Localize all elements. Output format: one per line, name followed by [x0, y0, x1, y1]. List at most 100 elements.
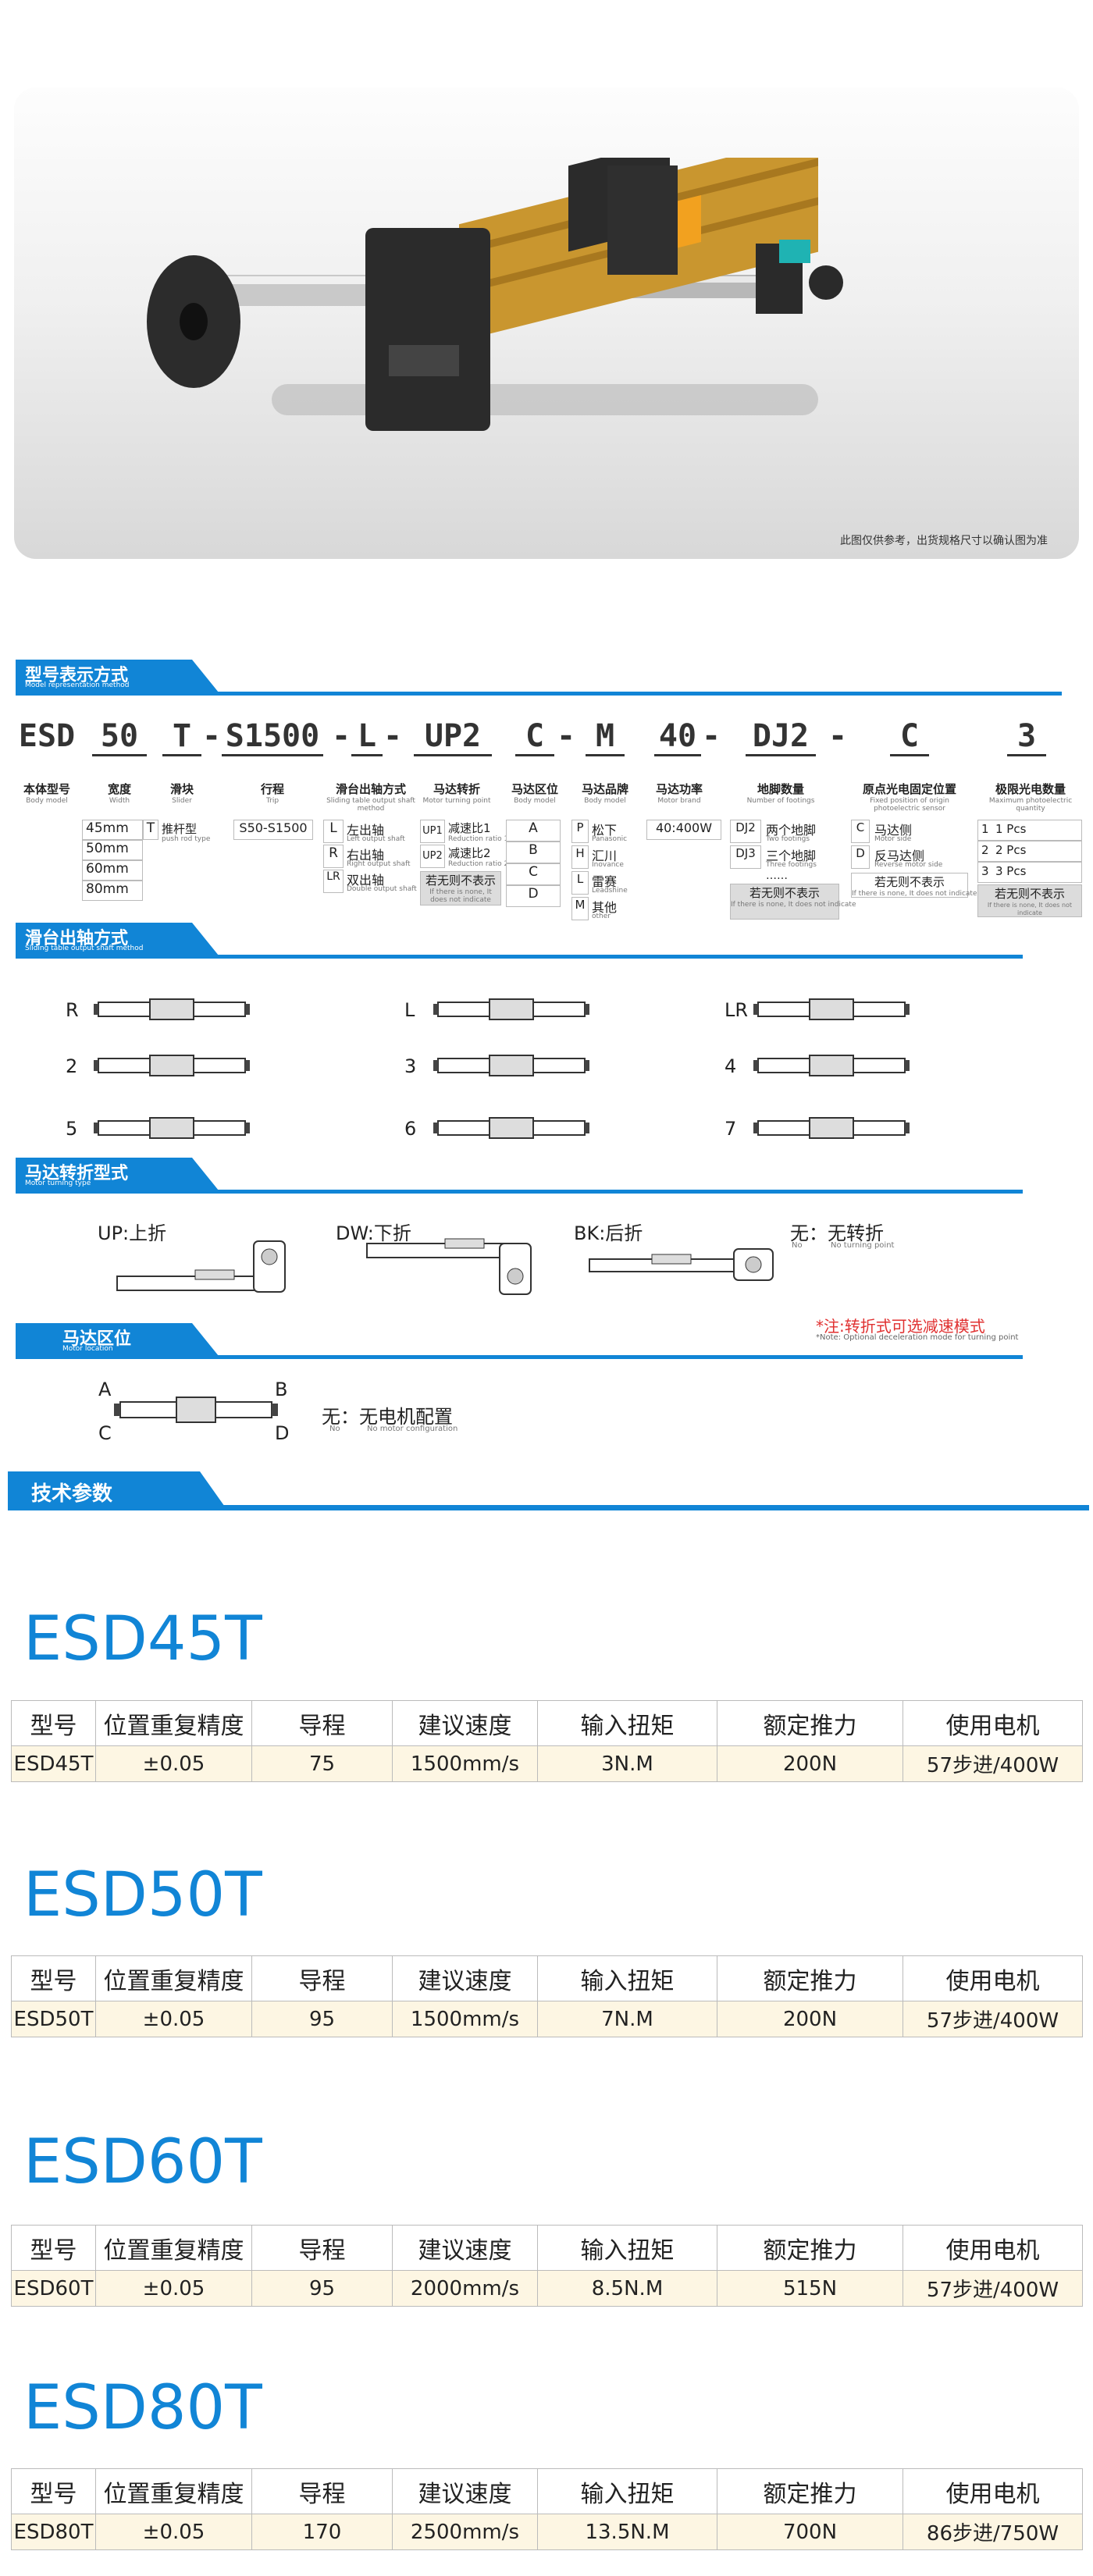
section-line [16, 1190, 1023, 1194]
shaft-diagram-5 [94, 1117, 250, 1139]
header-cell: 位置重复精度 [95, 1955, 252, 2001]
option-code: DJ2 [730, 820, 761, 843]
option-width: 60mm [82, 860, 143, 881]
option-cn: 减速比1 [448, 821, 491, 835]
option-en: Two footings [766, 835, 810, 843]
loc-none-en-b: No motor configuration [367, 1425, 458, 1433]
loc-none-en-a: No [329, 1425, 340, 1433]
header-cell: 额定推力 [717, 2468, 903, 2514]
option-en: Reverse motor side [874, 861, 943, 869]
option-code: D [851, 845, 870, 869]
label-cn: 本体型号 [23, 782, 70, 796]
section-line [16, 1355, 1023, 1359]
shaft-diagram-r [94, 998, 250, 1020]
shaft-diagram-3 [433, 1055, 589, 1076]
section-line [16, 692, 1062, 696]
turn-bk-diagram [589, 1248, 774, 1281]
cell: 170 [251, 2514, 393, 2550]
option-cn: 反马达侧 [874, 849, 925, 863]
none-cn: 若无则不表示 [874, 875, 945, 889]
option-cn: 汇川 [592, 849, 618, 863]
option-en: Leadshine [592, 887, 628, 895]
shaft-label: LR [725, 999, 749, 1021]
option-code: C [851, 820, 870, 843]
option-width: 80mm [82, 881, 143, 901]
option-cn: 马达侧 [874, 823, 913, 838]
option-cn: 1 Pcs [995, 822, 1027, 836]
header-cell: 型号 [11, 2468, 96, 2514]
turn-note-en: *Note: Optional deceleration mode for tu… [816, 1333, 1019, 1342]
header-cell: 额定推力 [717, 2225, 903, 2271]
cell: 95 [251, 2001, 393, 2037]
option-cn: 两个地脚 [766, 823, 817, 838]
option-en: Three footings [766, 861, 817, 869]
section-tab [16, 660, 219, 692]
option-code: T [143, 820, 158, 840]
option-code: 2 [981, 843, 989, 857]
section-subtitle: Motor location [62, 1345, 113, 1353]
code-trip: S1500 [222, 718, 323, 756]
label-cn: 马达功率 [655, 782, 703, 796]
code-width: 50 [92, 718, 147, 756]
option-en: Motor side [874, 835, 912, 843]
loc-none-label: 无：无电机配置 [322, 1406, 453, 1428]
header-cell: 额定推力 [717, 1700, 903, 1746]
option-cn: 左出轴 [347, 823, 385, 838]
turn-none-label: 无：无转折 [790, 1222, 884, 1244]
header-cell: 建议速度 [392, 2225, 538, 2271]
header-cell: 建议速度 [392, 2468, 538, 2514]
option-code: M [571, 897, 589, 920]
none-cn: 若无则不表示 [749, 886, 820, 900]
label-en: Sliding table output shaft method [326, 797, 415, 813]
label-cn: 马达区位 [511, 782, 558, 796]
label-en: Width [109, 797, 130, 805]
code-dash: - [331, 718, 351, 754]
cell: 1500mm/s [392, 1745, 538, 1782]
none-cn: 若无则不表示 [425, 873, 496, 888]
label-cn: 极限光电数量 [995, 782, 1066, 796]
location-options: A B C D [506, 820, 561, 907]
section-title: 技术参数 [31, 1482, 113, 1506]
header-cell: 使用电机 [903, 2468, 1083, 2514]
label-en: Fixed position of origin photoelectric s… [870, 797, 949, 813]
option-en: push rod type [162, 835, 211, 843]
cell: 57步进/400W [903, 1745, 1083, 1782]
option-width: 50mm [82, 840, 143, 860]
section-header-model: 型号表示方式 Model representation method [16, 660, 1062, 696]
width-options: 45mm 50mm 60mm 80mm [82, 820, 143, 901]
model-title: ESD45T [23, 1604, 262, 1674]
table-header-row: 型号位置重复精度导程建议速度输入扭矩额定推力使用电机 [11, 1700, 1083, 1746]
header-cell: 导程 [251, 2468, 393, 2514]
code-brand: M [586, 718, 625, 756]
section-header-shaft: 滑台出轴方式 Sliding table output shaft method [16, 923, 1023, 959]
option-cn: 三个地脚 [766, 849, 817, 863]
header-cell: 使用电机 [903, 1955, 1083, 2001]
shaft-diagram-2 [94, 1055, 250, 1076]
none-en: If there is none, It does not indicate [987, 902, 1073, 916]
shaft-diagram-l [433, 998, 589, 1020]
cell: 2500mm/s [392, 2514, 538, 2550]
label-en: Body model [26, 797, 68, 805]
turn-dw-diagram [366, 1238, 532, 1295]
table-header-row: 型号位置重复精度导程建议速度输入扭矩额定推力使用电机 [11, 2225, 1083, 2271]
product-hero: 此图仅供参考，出货规格尺寸以确认图为准 [14, 87, 1079, 559]
